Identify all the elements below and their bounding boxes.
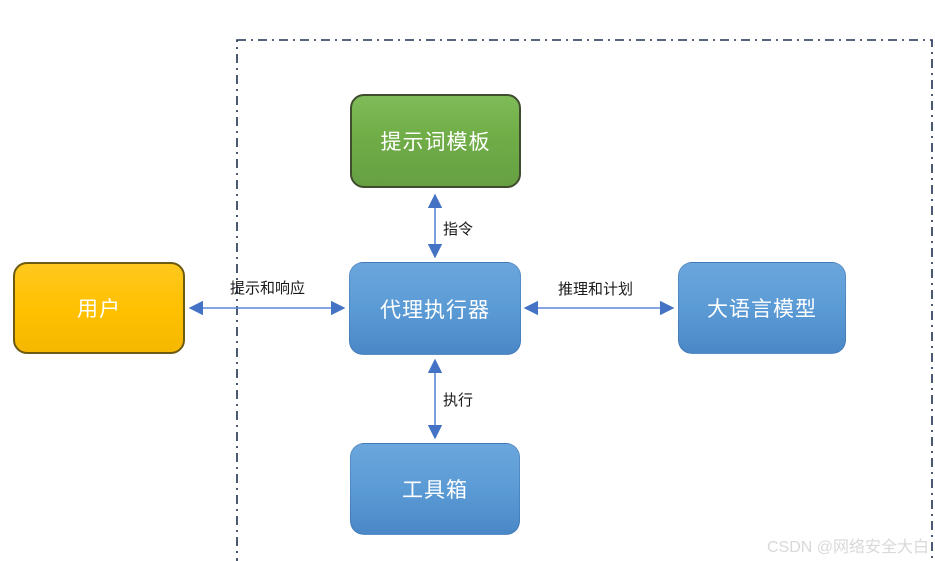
edge-label-reasoning-planning: 推理和计划 [558, 281, 634, 298]
node-toolbox-label: 工具箱 [402, 479, 468, 502]
edge-label-prompt-response: 提示和响应 [230, 280, 306, 297]
node-llm-label: 大语言模型 [707, 298, 817, 321]
edge-label-instruction: 指令 [443, 221, 474, 238]
node-prompt-template-label: 提示词模板 [380, 131, 491, 154]
node-agent-executor-label: 代理执行器 [380, 298, 490, 322]
node-user-label: 用户 [77, 298, 121, 321]
edge-label-execute: 执行 [443, 392, 474, 409]
csdn-watermark: CSDN @网络安全大白 [766, 539, 929, 556]
node-agent-executor: 代理执行器 [349, 262, 521, 355]
node-user: 用户 [13, 262, 185, 354]
node-prompt-template: 提示词模板 [350, 94, 521, 188]
node-llm: 大语言模型 [678, 262, 846, 354]
node-toolbox: 工具箱 [350, 443, 520, 535]
